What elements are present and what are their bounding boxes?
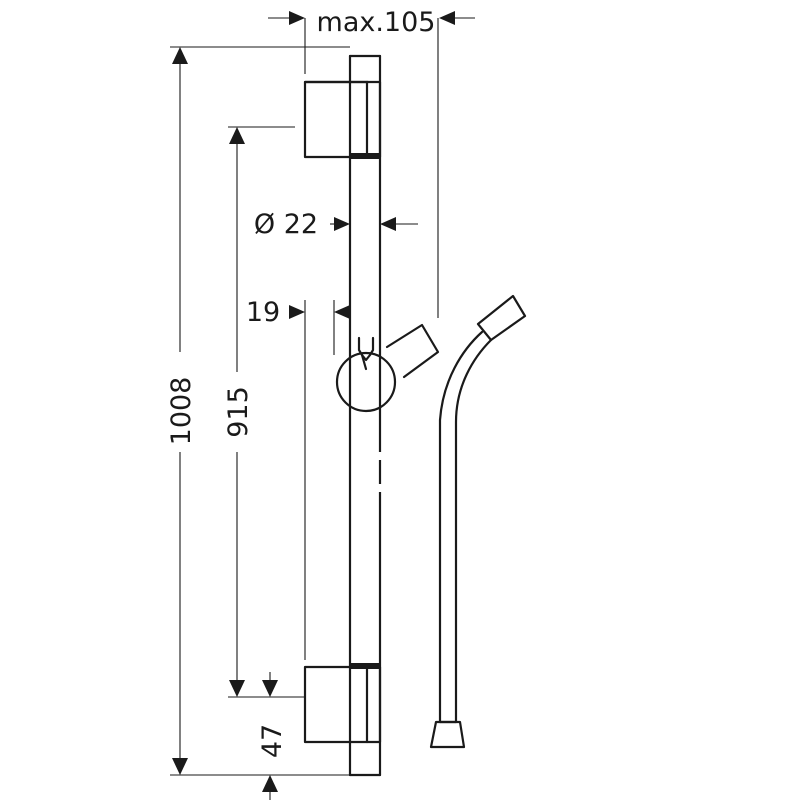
shower-hose: [429, 294, 527, 749]
top-wall-bracket: [303, 80, 382, 159]
dimension-rail-diameter: Ø 22: [254, 209, 418, 240]
dimension-bracket-height: 47: [257, 672, 288, 800]
bottom-wall-bracket: [303, 663, 382, 744]
max-projection-label: max.105: [317, 7, 436, 38]
dimension-max-projection: max.105: [268, 7, 475, 318]
dimension-bracket-centers: 915: [223, 126, 305, 698]
shower-rail: [348, 54, 382, 777]
slider-holder: [335, 323, 440, 413]
bracket-centers-label: 915: [223, 386, 254, 438]
bracket-height-label: 47: [257, 724, 288, 758]
rail-diameter-label: Ø 22: [254, 209, 318, 240]
wall-offset-label: 19: [246, 297, 280, 328]
dimension-wall-offset: 19: [246, 297, 350, 660]
dimension-total-height: 1008: [166, 46, 350, 776]
total-height-label: 1008: [166, 377, 197, 446]
